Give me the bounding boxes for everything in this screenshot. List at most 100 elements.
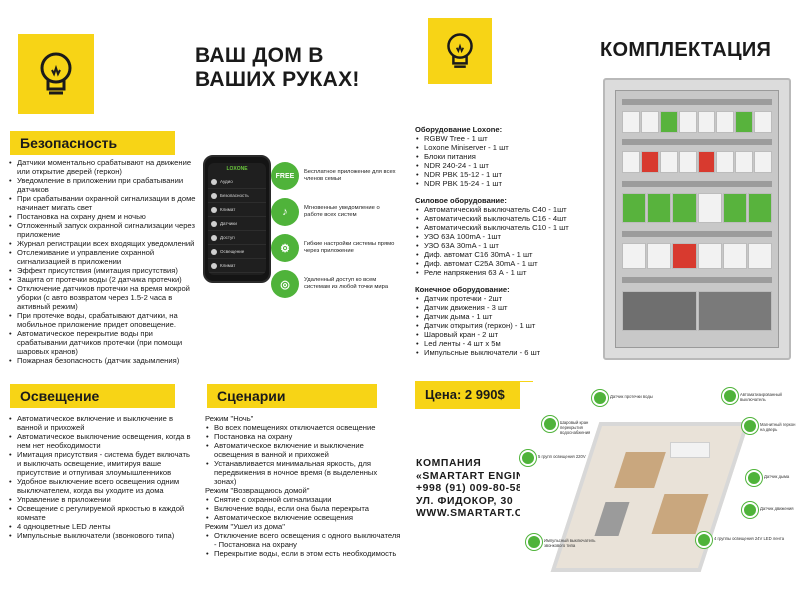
plan-callout-label: 4 группы освещения 24V LED лента	[714, 536, 785, 541]
plan-callout-icon	[742, 502, 758, 518]
scenario-mode-label: Режим "Ушел из дома"	[205, 522, 285, 531]
phone-menu-label: Климат	[220, 263, 236, 268]
app-feature-text: Гибкие настройки системы прямо через при…	[304, 241, 395, 254]
app-feature: ⚙ Гибкие настройки системы прямо через пр…	[271, 230, 399, 266]
app-feature: ◎Удаленный доступ ко всем системам из лю…	[271, 266, 399, 302]
plan-callout-icon	[696, 532, 712, 548]
company-contacts: КОМПАНИЯ«SMARTART ENGINEER»+998 (91) 009…	[416, 458, 566, 521]
lighting-item: Импульсные выключатели (звонкового типа)	[8, 531, 196, 540]
plan-callout-label: Импульсный выключатель звонкового типа	[544, 538, 596, 548]
plan-callout-icon	[526, 534, 542, 550]
phone-menu-row: Датчики	[208, 217, 266, 231]
cabinet-panel	[615, 90, 779, 348]
plan-callout-icon	[592, 390, 608, 406]
scenario-item: Автоматическое включение освещения	[205, 513, 401, 522]
equipment-item: Диф. автомат С16 30mA - 1 шт	[415, 250, 603, 259]
equipment-item: NDR PBK 15-24 - 1 шт	[415, 179, 603, 188]
bulb-icon-tile-2	[428, 18, 492, 84]
apartment-floor	[550, 422, 750, 572]
company-line: WWW.SMARTART.CENTER	[416, 508, 562, 519]
equipment-item: Реле напряжения 63 А - 1 шт	[415, 268, 603, 277]
plan-callout-label: Датчик протечки воды	[610, 394, 653, 399]
company-line: УЛ. ФИДОКОР, 30	[416, 495, 514, 507]
phone-menu-label: Доступ	[220, 235, 235, 240]
equipment-group-label: Конечное оборудование:	[415, 285, 510, 294]
equipment-list: Оборудование Loxone:RGBW Tree - 1 штLoxo…	[415, 121, 603, 357]
price-tag: Цена: 2 990$	[415, 381, 533, 409]
plan-callout-icon	[746, 470, 762, 486]
security-item: Автоматическое перекрытие воды при сраба…	[8, 329, 200, 356]
plan-callout-label: 5 групп освещения 220V	[538, 454, 586, 459]
headline: ВАШ ДОМ В ВАШИХ РУКАХ!	[195, 44, 375, 92]
equipment-item: Автоматический выключатель С40 - 1шт	[415, 205, 603, 214]
bell-icon: ♪	[271, 198, 299, 226]
security-title: Безопасность	[10, 131, 175, 155]
equipment-item: Датчик протечки - 2шт	[415, 294, 603, 303]
equipment-group-label: Оборудование Loxone:	[415, 125, 503, 134]
lighting-list: Автоматическое включение и выключение в …	[8, 414, 196, 540]
headline-line-1: ВАШ ДОМ В	[195, 44, 324, 67]
lighting-title: Освещение	[10, 384, 175, 408]
equipment-item: Автоматический выключатель С10 - 1 шт	[415, 223, 603, 232]
security-item: Журнал регистрации всех входящих уведомл…	[8, 239, 200, 248]
app-feature-text: Бесплатное приложение для всех членов се…	[304, 169, 396, 182]
app-feature-text: Мгновенные уведомление о работе всех сис…	[304, 205, 380, 218]
phone-menu-row: Освещение	[208, 245, 266, 259]
free-badge-icon: FREE	[271, 162, 299, 190]
plan-callout-label: Шаровый кран перекрытия водоснабжения	[560, 420, 591, 435]
equipment-item: Блоки питания	[415, 152, 603, 161]
scenario-item: Перекрытие воды, если в этом есть необхо…	[205, 549, 401, 558]
security-item: Отслеживание и управление охранной сигна…	[8, 248, 200, 266]
scenarios-title: Сценарии	[207, 384, 377, 408]
phone-menu-label: Аудио	[220, 179, 233, 184]
equipment-item: RGBW Tree - 1 шт	[415, 134, 603, 143]
security-item: При протечке воды, срабатывают датчики, …	[8, 311, 200, 329]
lighting-item: Освещение с регулируемой яркостью в кажд…	[8, 504, 196, 522]
scenario-item: Включение воды, если она была перекрыта	[205, 504, 401, 513]
equipment-item: Датчик движения - 3 шт	[415, 303, 603, 312]
scenario-item: Устанавливается минимальная яркость, для…	[205, 459, 401, 486]
globe-icon: ◎	[271, 270, 299, 298]
equipment-item: Автоматический выключатель С16 - 4шт	[415, 214, 603, 223]
security-item: Защита от протечки воды (2 датчика проте…	[8, 275, 200, 284]
equipment-item: Диф. автомат С25А 30mA - 1 шт	[415, 259, 603, 268]
security-item: При срабатывании охранной сигнализации в…	[8, 194, 200, 212]
plan-callout-label: Датчик дыма	[764, 474, 790, 479]
security-item: Отложенный запуск охранной сигнализации …	[8, 221, 200, 239]
security-item: Отключение датчиков протечки на время мо…	[8, 284, 200, 311]
phone-menu-label: Освещение	[220, 249, 245, 254]
phone-menu-row: Климат	[208, 259, 266, 273]
equipment-title: КОМПЛЕКТАЦИЯ	[600, 39, 772, 61]
menu-dot-icon	[211, 220, 217, 227]
scenario-mode-label: Режим "Возвращаюсь домой"	[205, 486, 310, 495]
equipment-item: NDR 240-24 - 1 шт	[415, 161, 603, 170]
app-features: FREE Бесплатное приложение для всех члено…	[271, 158, 399, 302]
equipment-item: УЗО 63А 30mA - 1 шт	[415, 241, 603, 250]
menu-dot-icon	[211, 192, 217, 199]
equipment-item: Шаровый кран - 2 шт	[415, 330, 603, 339]
phone-menu-row: Доступ	[208, 231, 266, 245]
scenario-item: Отключение всего освещения с одного выкл…	[205, 531, 401, 549]
equipment-item: Loxone Miniserver - 1 шт	[415, 143, 603, 152]
phone-menu-row: Безопасность	[208, 189, 266, 203]
kitchen-counter	[670, 442, 710, 458]
plan-callout-label: Датчик движения	[760, 506, 794, 511]
app-feature: ♪ Мгновенные уведомление о работе всех си…	[271, 194, 399, 230]
security-item: Датчики моментально срабатывают на движе…	[8, 158, 200, 176]
gear-icon: ⚙	[271, 234, 299, 262]
phone-brand: LOXONE	[226, 166, 248, 172]
plan-callout-icon	[742, 418, 758, 434]
menu-dot-icon	[211, 262, 217, 269]
plan-callout-icon	[520, 450, 536, 466]
phone-menu-row: Климат	[208, 203, 266, 217]
company-line: +998 (91) 009-80-58	[416, 483, 523, 494]
lightbulb-icon	[40, 52, 72, 95]
equipment-item: Импульсные выключатели - 6 шт	[415, 348, 603, 357]
company-line: КОМПАНИЯ	[416, 458, 482, 469]
company-line: «SMARTART ENGINEER»	[416, 470, 554, 482]
scenario-item: Автоматическое включение и выключение ос…	[205, 441, 401, 459]
scenario-item: Постановка на охрану	[205, 432, 401, 441]
